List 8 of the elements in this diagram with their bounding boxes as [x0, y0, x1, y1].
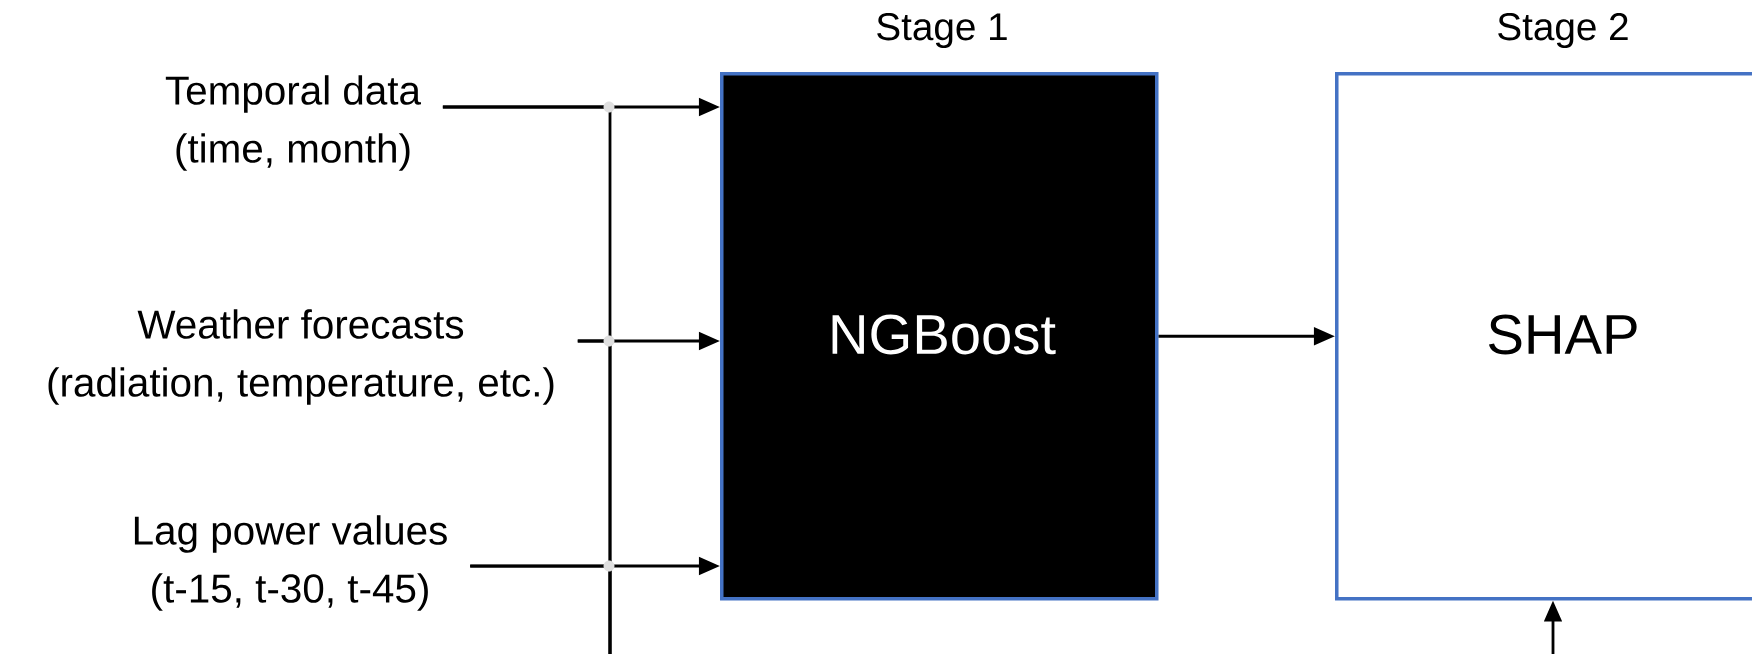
- process-box: NGBoost: [720, 72, 1159, 601]
- stage-heading: Stage 2: [1498, 13, 1628, 48]
- input-label: Weather forecasts (radiation, temperature, etc.): [48, 309, 554, 405]
- input-label: Lag power values (t-15, t-30, t-45): [134, 515, 447, 611]
- process-box: SHAP: [1335, 72, 1752, 601]
- bus-line: [470, 564, 612, 654]
- input-label: Temporal data (time, month): [165, 75, 421, 171]
- stage-heading: Stage 1: [877, 13, 1007, 48]
